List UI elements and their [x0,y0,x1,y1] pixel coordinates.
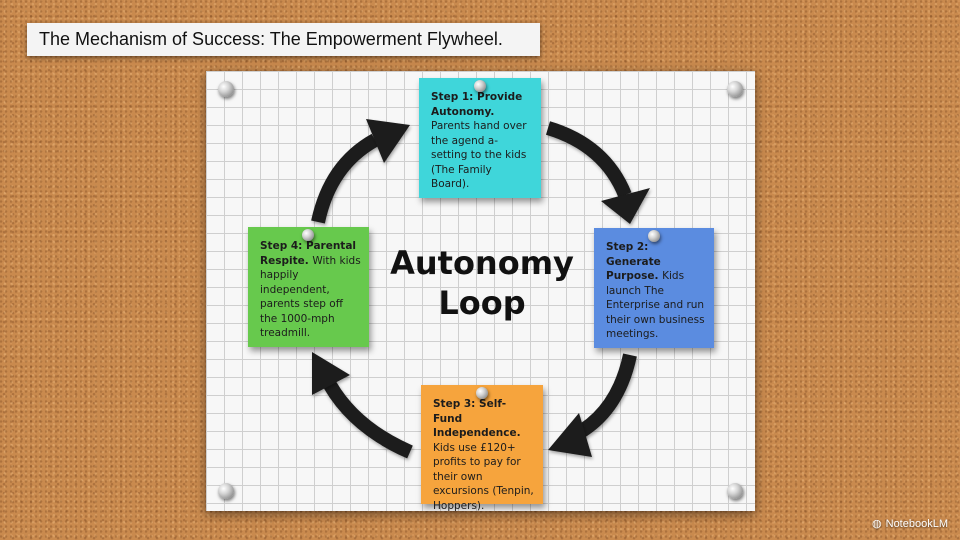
pushpin-icon [476,387,488,399]
step-4-heading: Step 4: Parental Respite. [260,240,357,267]
center-label-line-2: Loop [438,284,526,322]
step-1-heading: Step 1: Provide Autonomy. [431,91,523,118]
arrowhead-icon [548,413,592,457]
pushpin-icon [727,81,743,97]
step-1-body: Parents hand over the agend a-setting to… [431,120,527,190]
arrowhead-icon [366,119,410,163]
sticky-note-step-3: Step 3: Self-Fund Independence. Kids use… [421,385,543,512]
step-2-body: Kids launch The Enterprise and run their… [606,270,705,340]
brand-label: NotebookLM [885,517,948,530]
pushpin-icon [727,483,743,499]
step-3-heading: Step 3: Self-Fund Independence. [433,398,521,439]
pushpin-icon [302,229,314,241]
center-label-line-1: Autonomy [390,244,574,282]
arrow-step4-to-step1 [311,133,379,224]
slide-title-text: The Mechanism of Success: The Empowermen… [39,29,503,49]
arrow-step1-to-step2 [545,121,632,198]
slide-title: The Mechanism of Success: The Empowermen… [27,23,540,56]
step-4-body: With kids happily independent, parents s… [260,254,361,340]
arrowhead-icon [312,352,350,395]
pushpin-icon [218,483,234,499]
sticky-note-step-1: Step 1: Provide Autonomy. Parents hand o… [419,78,541,198]
center-label: Autonomy Loop [370,243,594,323]
sticky-note-step-2: Step 2: Generate Purpose. Kids launch Th… [594,228,714,348]
notebooklm-watermark: ◍ NotebookLM [872,517,948,531]
pushpin-icon [648,230,660,242]
arrow-step3-to-step4 [323,381,413,459]
step-3-body: Kids use £120+ profits to pay for their … [433,441,534,512]
step-2-heading: Step 2: Generate Purpose. [606,241,663,282]
notebooklm-logo-icon: ◍ [872,518,882,530]
arrow-step2-to-step3 [571,353,637,442]
arrowhead-icon [601,188,650,224]
sticky-note-step-4: Step 4: Parental Respite. With kids happ… [248,227,369,347]
pushpin-icon [474,80,486,92]
pushpin-icon [218,81,234,97]
